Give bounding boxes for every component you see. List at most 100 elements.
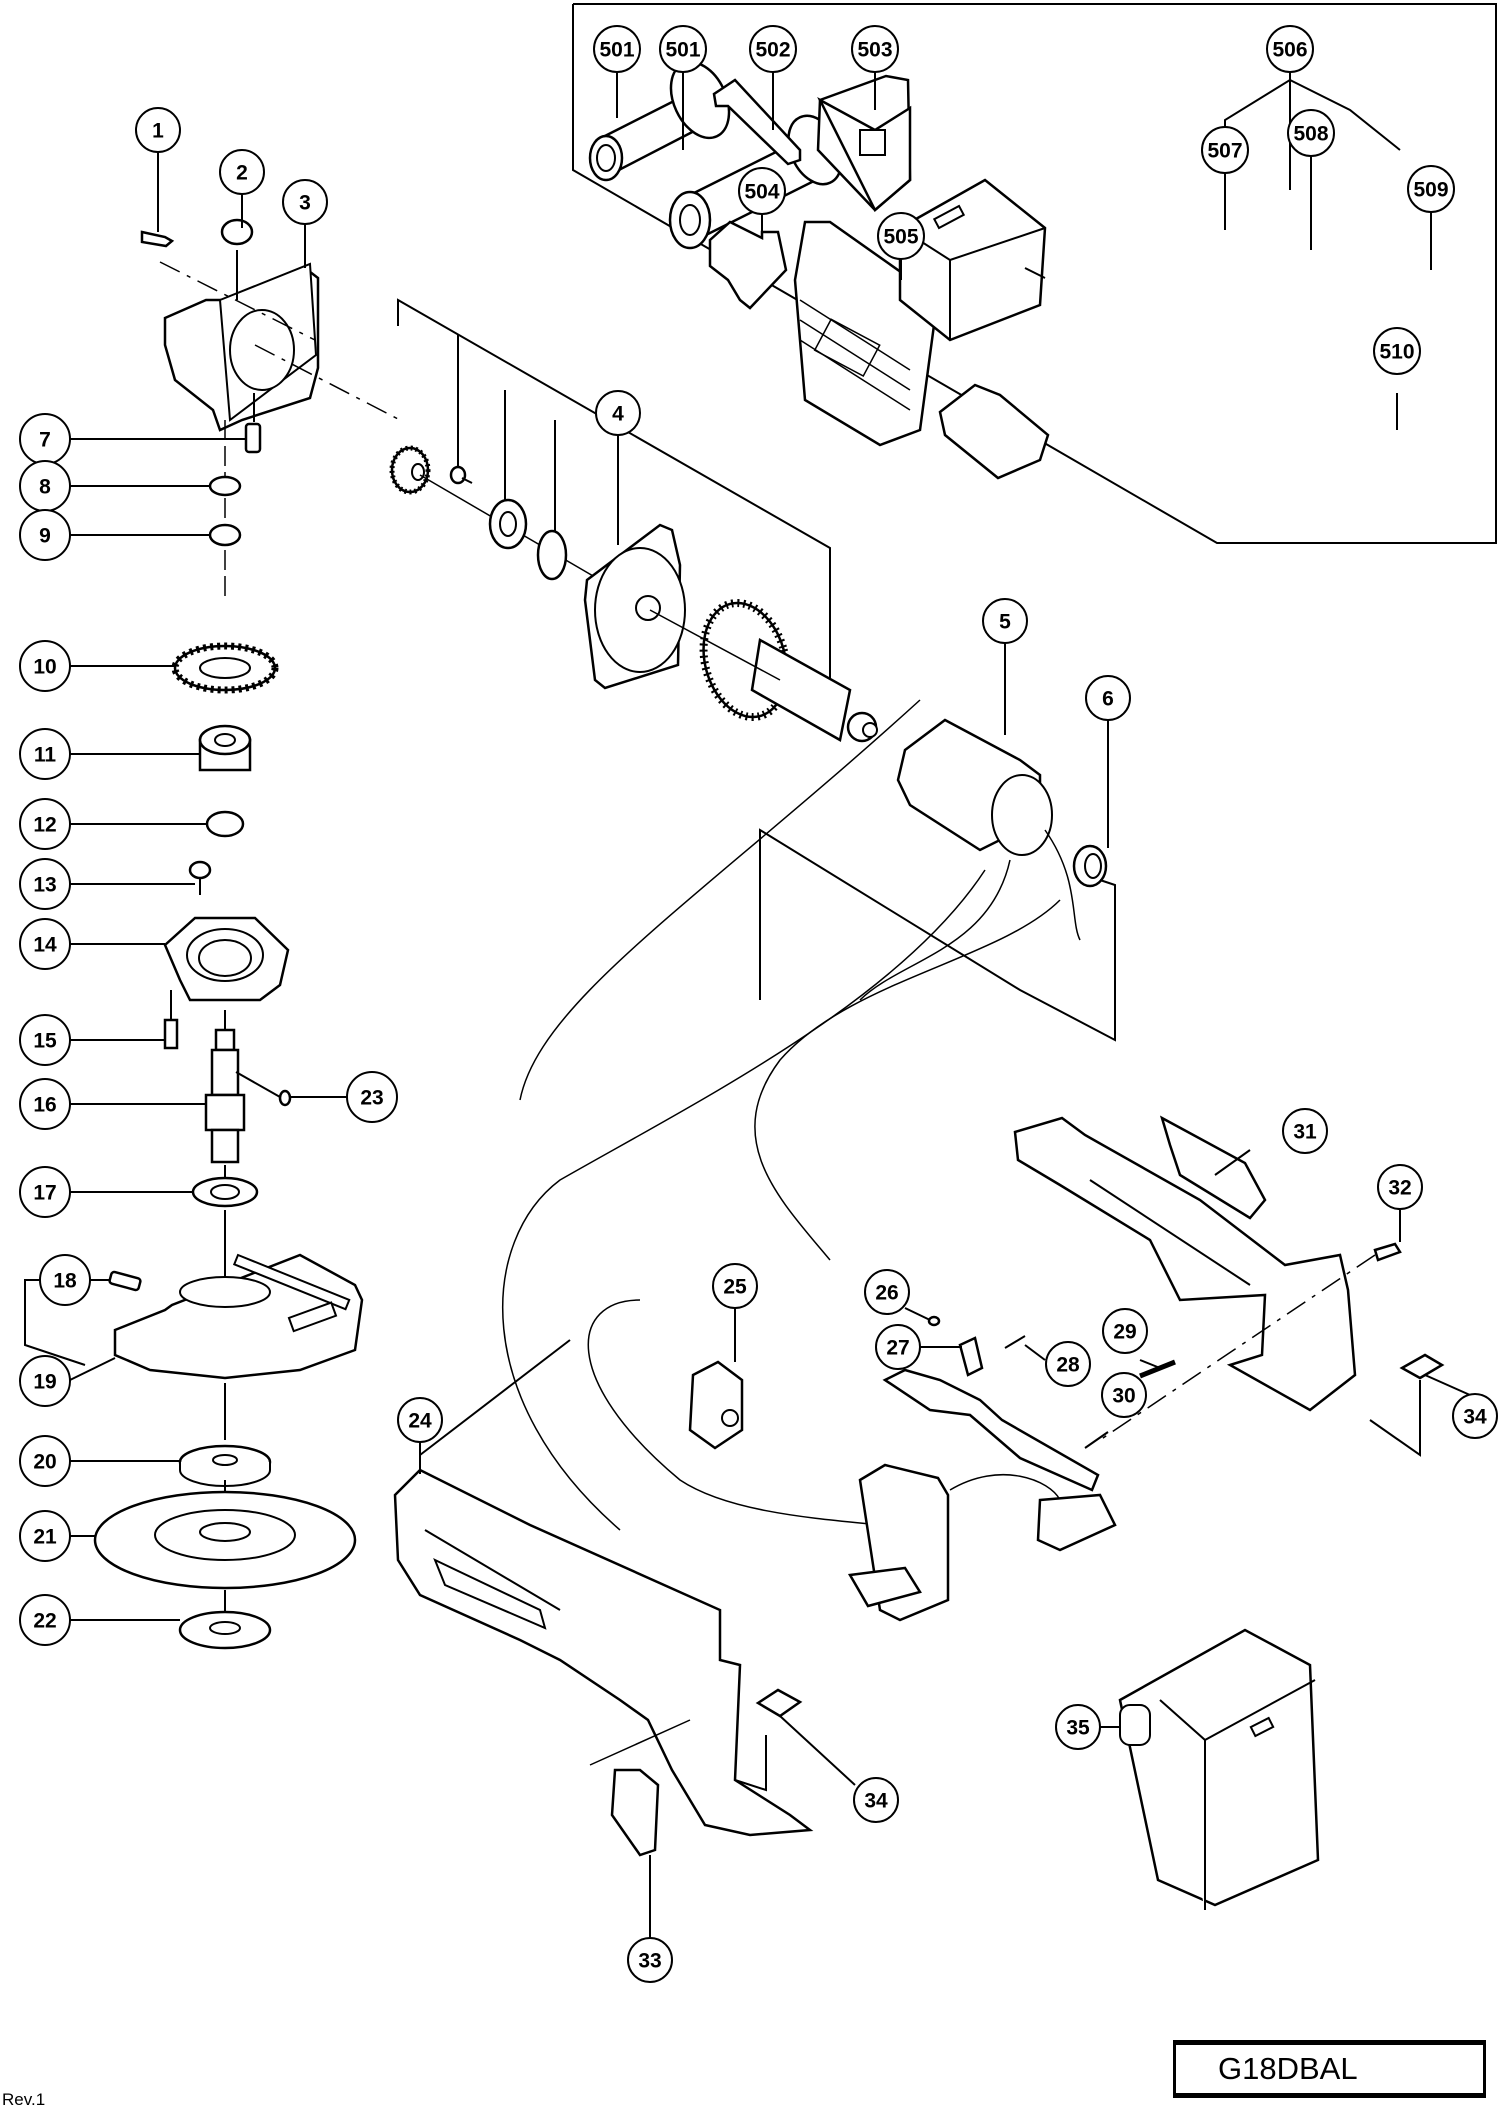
callout-15: 15 bbox=[19, 1014, 71, 1066]
leader-30 bbox=[1084, 1431, 1109, 1449]
callout-12: 12 bbox=[19, 798, 71, 850]
svg-text:9: 9 bbox=[39, 525, 51, 548]
svg-text:7: 7 bbox=[39, 429, 51, 452]
svg-text:17: 17 bbox=[33, 1182, 56, 1205]
svg-text:4: 4 bbox=[612, 403, 624, 426]
svg-text:3: 3 bbox=[299, 192, 311, 215]
svg-text:5: 5 bbox=[999, 611, 1011, 634]
leader-31 bbox=[1214, 1149, 1251, 1176]
part-retaining-ring-8 bbox=[208, 475, 242, 497]
part-screw-15 bbox=[163, 1018, 179, 1050]
callout-501a: 501 bbox=[593, 25, 641, 73]
callout-26: 26 bbox=[864, 1269, 910, 1315]
callout-509: 509 bbox=[1407, 165, 1455, 213]
part-screw-13 bbox=[188, 860, 212, 895]
part-washer-12 bbox=[205, 810, 245, 838]
leader-34-left-bracket bbox=[734, 1735, 767, 1792]
part-label-34-right bbox=[1399, 1353, 1445, 1380]
svg-text:6: 6 bbox=[1102, 688, 1114, 711]
part-ball-bearing-11 bbox=[198, 724, 252, 772]
callout-505: 505 bbox=[877, 212, 925, 260]
svg-text:31: 31 bbox=[1293, 1121, 1317, 1144]
leader-18-19-bracket bbox=[24, 1279, 86, 1366]
part-stator-5 bbox=[859, 718, 1081, 1001]
revision-label: Rev.1 bbox=[2, 2090, 46, 2109]
part-controller bbox=[847, 1463, 1117, 1622]
callout-18: 18 bbox=[39, 1254, 91, 1306]
part-housing-assembly-4 bbox=[583, 523, 686, 690]
svg-text:506: 506 bbox=[1272, 39, 1307, 62]
svg-text:35: 35 bbox=[1066, 1717, 1090, 1740]
callout-13: 13 bbox=[19, 858, 71, 910]
svg-text:21: 21 bbox=[33, 1526, 57, 1549]
part-spanner-wrench bbox=[712, 78, 802, 166]
part-ball-bearing-housing bbox=[488, 498, 528, 550]
callout-4: 4 bbox=[595, 390, 641, 436]
leader-506-509 bbox=[1289, 79, 1401, 151]
svg-text:10: 10 bbox=[33, 656, 56, 679]
svg-text:11: 11 bbox=[34, 744, 57, 767]
part-wheel-nut-22 bbox=[178, 1610, 272, 1650]
part-spiral-bevel-gear-10 bbox=[171, 642, 279, 694]
part-battery-latch-33 bbox=[610, 1768, 660, 1857]
callout-508: 508 bbox=[1287, 109, 1335, 157]
axis-line-1 bbox=[159, 261, 316, 341]
leader-34-right bbox=[1424, 1374, 1471, 1396]
callout-19: 19 bbox=[19, 1355, 71, 1407]
svg-text:503: 503 bbox=[857, 39, 892, 62]
callout-503: 503 bbox=[851, 25, 899, 73]
svg-text:28: 28 bbox=[1056, 1354, 1080, 1377]
callout-32: 32 bbox=[1377, 1164, 1423, 1210]
part-screw-26 bbox=[927, 1315, 941, 1327]
svg-text:14: 14 bbox=[33, 934, 57, 957]
svg-text:19: 19 bbox=[33, 1371, 56, 1394]
part-system-case bbox=[898, 178, 1047, 342]
callout-25: 25 bbox=[712, 1263, 758, 1309]
callout-20: 20 bbox=[19, 1435, 71, 1487]
part-tapping-screw-1 bbox=[140, 230, 175, 248]
callout-21: 21 bbox=[19, 1510, 71, 1562]
callout-14: 14 bbox=[19, 918, 71, 970]
svg-text:510: 510 bbox=[1379, 341, 1414, 364]
model-number-box: G18DBAL bbox=[1173, 2040, 1486, 2098]
svg-text:24: 24 bbox=[408, 1410, 432, 1433]
callout-506: 506 bbox=[1266, 25, 1314, 73]
callout-5: 5 bbox=[982, 598, 1028, 644]
svg-text:15: 15 bbox=[33, 1030, 57, 1053]
part-washer-9 bbox=[208, 523, 242, 547]
part-pin-28 bbox=[1004, 1335, 1026, 1349]
callout-28: 28 bbox=[1045, 1341, 1091, 1387]
part-packing-gland-14 bbox=[163, 916, 290, 1002]
part-switch-30 bbox=[882, 1368, 1100, 1492]
callout-510: 510 bbox=[1373, 327, 1421, 375]
svg-text:509: 509 bbox=[1413, 179, 1448, 202]
svg-text:22: 22 bbox=[33, 1610, 56, 1633]
part-woodruff-key-23 bbox=[278, 1089, 292, 1107]
callout-6: 6 bbox=[1085, 675, 1131, 721]
svg-text:2: 2 bbox=[236, 162, 248, 185]
part-screw-pinion bbox=[449, 465, 473, 485]
callout-34-left: 34 bbox=[853, 1777, 899, 1823]
part-grinding-wheel-21 bbox=[93, 1490, 357, 1590]
svg-text:505: 505 bbox=[883, 226, 918, 249]
svg-text:8: 8 bbox=[39, 476, 51, 499]
part-pinion-gear bbox=[389, 445, 431, 495]
part-dust-adapter bbox=[708, 220, 788, 310]
callout-507: 507 bbox=[1201, 126, 1249, 174]
leader-29 bbox=[1139, 1359, 1161, 1369]
part-name-plate-31 bbox=[1159, 1115, 1267, 1220]
svg-text:507: 507 bbox=[1207, 140, 1242, 163]
axis-line-3 bbox=[254, 344, 401, 421]
leader-19 bbox=[69, 1357, 116, 1381]
part-gear-cover bbox=[163, 262, 320, 432]
part-labyrinth-ring-17 bbox=[191, 1176, 259, 1208]
leader-24-diag bbox=[419, 1339, 571, 1456]
svg-text:23: 23 bbox=[360, 1087, 383, 1110]
svg-text:26: 26 bbox=[875, 1282, 898, 1305]
leader-33-guide bbox=[589, 1719, 691, 1766]
svg-text:501: 501 bbox=[665, 39, 700, 62]
wire-harness-a bbox=[502, 869, 986, 1531]
callout-27: 27 bbox=[875, 1324, 921, 1370]
part-housing-half-left-24 bbox=[393, 1468, 814, 1837]
svg-text:1: 1 bbox=[152, 120, 164, 143]
